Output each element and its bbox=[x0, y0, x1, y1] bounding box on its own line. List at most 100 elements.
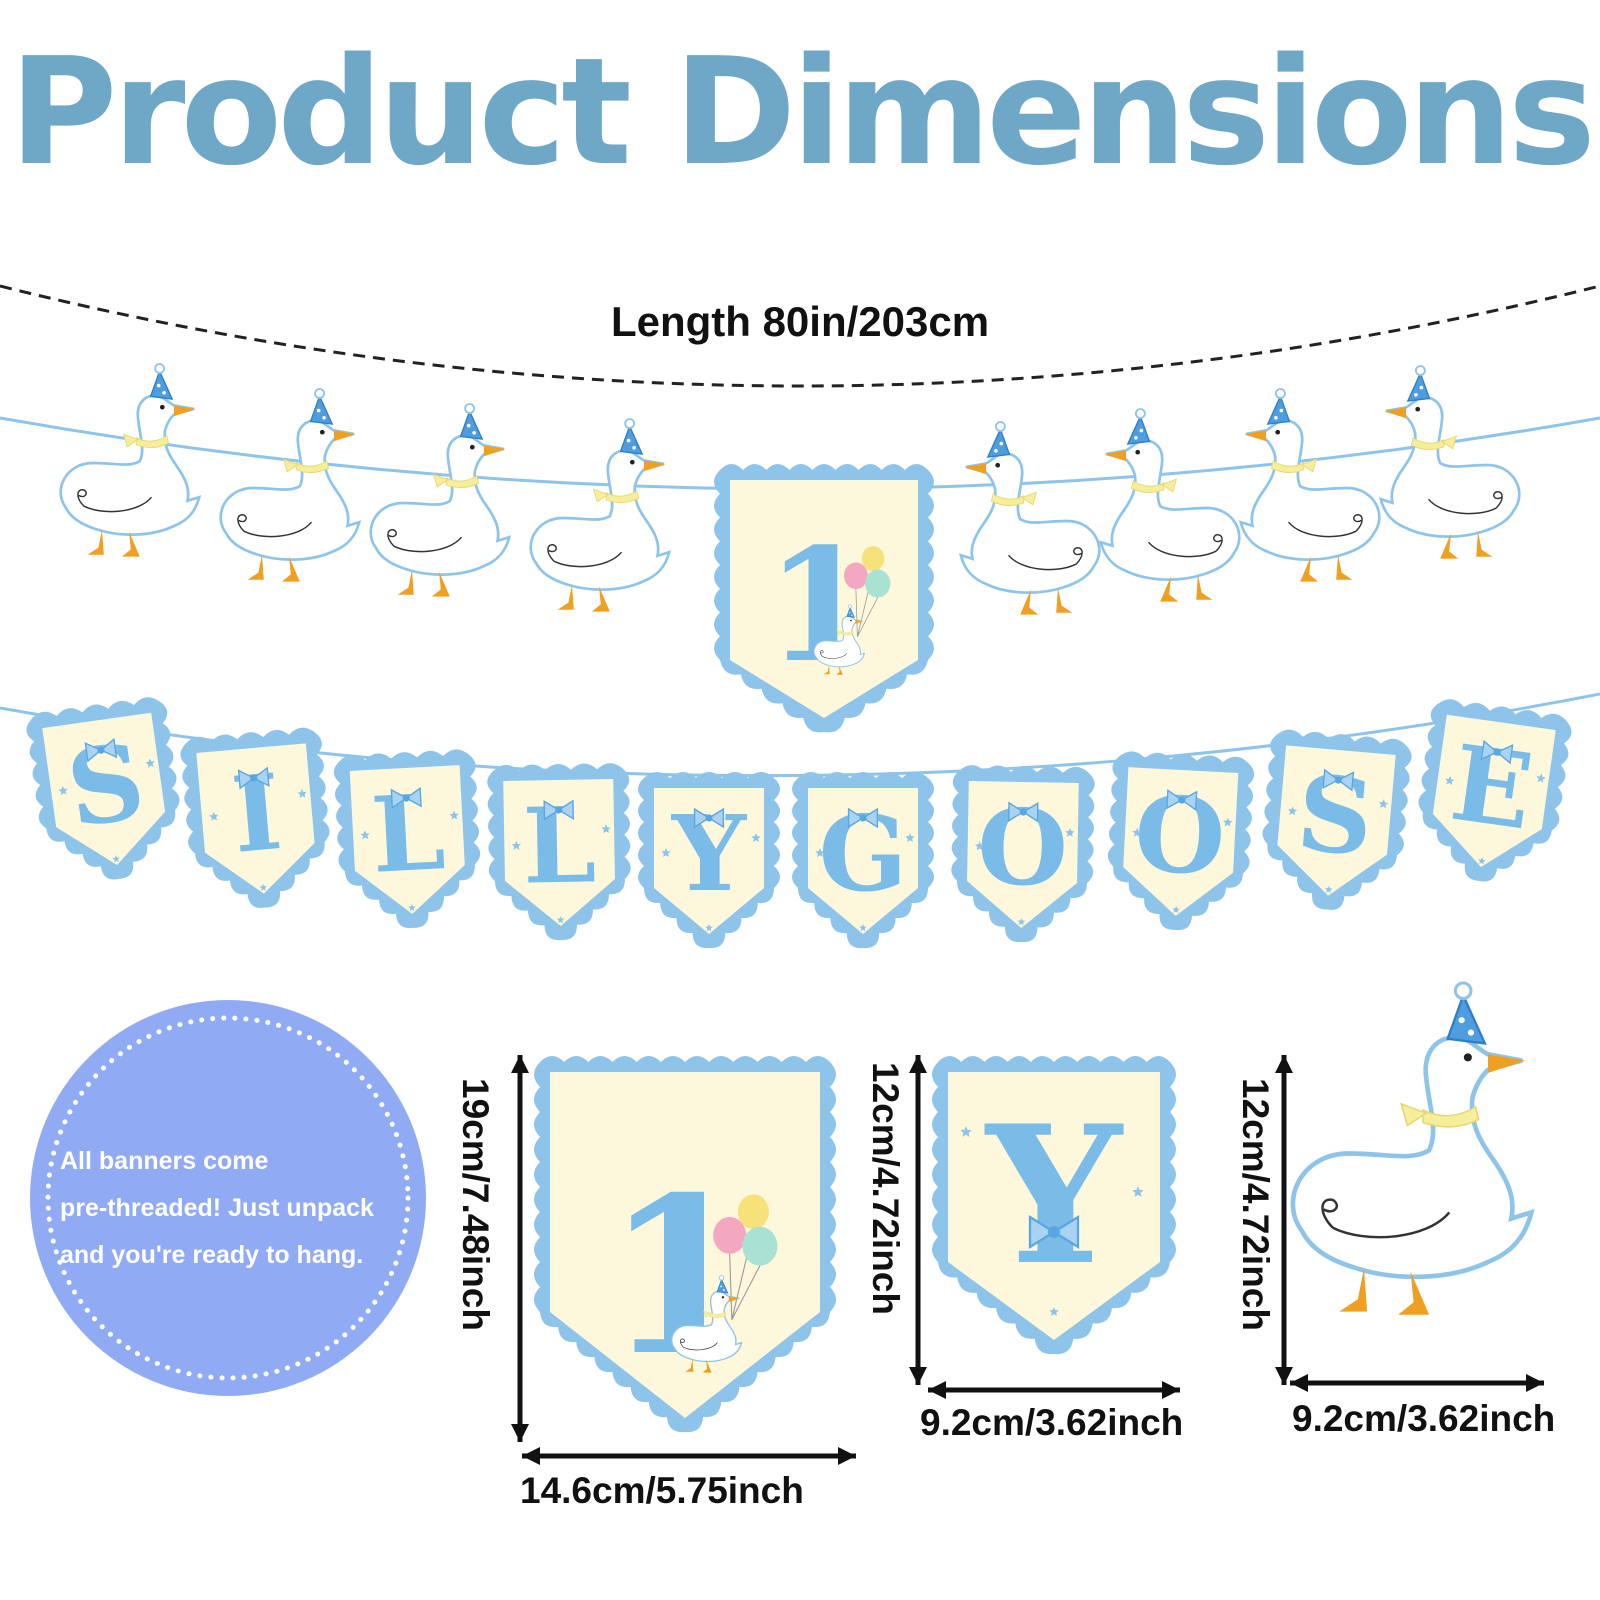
star-icon bbox=[511, 840, 522, 850]
bow-icon bbox=[693, 807, 725, 829]
letter-pennant-s: S bbox=[26, 697, 180, 880]
goose-icon bbox=[1239, 387, 1381, 583]
banner-letter: S bbox=[1292, 751, 1378, 880]
banner-letter: O bbox=[976, 785, 1069, 910]
star-icon bbox=[1017, 917, 1026, 926]
star-icon bbox=[259, 883, 267, 892]
banner-letter: S bbox=[60, 719, 151, 851]
star-icon bbox=[905, 833, 915, 843]
info-line: and you're ready to hang. bbox=[60, 1241, 364, 1269]
length-dashed-line bbox=[0, 284, 1600, 388]
goose-icon bbox=[1379, 364, 1521, 560]
star-icon bbox=[859, 924, 867, 932]
star-icon bbox=[1223, 817, 1233, 827]
page-title: Product Dimensions bbox=[9, 26, 1596, 198]
bow-icon bbox=[1480, 739, 1514, 765]
star-icon bbox=[112, 855, 120, 863]
letter-pennant-s: S bbox=[1262, 729, 1412, 910]
letter-pennant-y: Y bbox=[638, 772, 780, 949]
goose-icon bbox=[369, 402, 511, 598]
banner-letter: G bbox=[819, 792, 908, 915]
detail-number-pennant: 1 bbox=[534, 1056, 836, 1433]
number-pennant-height-label: 19cm/7.48inch bbox=[455, 1078, 496, 1331]
letter-pennant-o: O bbox=[951, 765, 1095, 943]
letter-pennant-e: E bbox=[1418, 699, 1572, 882]
bow-icon bbox=[543, 799, 574, 821]
info-line: All banners come bbox=[60, 1147, 269, 1175]
star-icon bbox=[751, 833, 761, 843]
number-glyph: 1 bbox=[766, 514, 875, 697]
letter-pennant-g: G bbox=[792, 772, 934, 949]
bow-icon bbox=[1028, 1214, 1080, 1250]
goose-icon bbox=[1099, 407, 1241, 603]
letter-pennant-width-label: 9.2cm/3.62inch bbox=[920, 1402, 1184, 1443]
star-icon bbox=[1478, 857, 1486, 865]
center-number-pennant: 1 bbox=[714, 464, 934, 733]
letter-pennant-l: L bbox=[333, 749, 481, 929]
star-icon bbox=[360, 830, 370, 840]
bow-icon bbox=[237, 766, 270, 790]
banner-letter: I bbox=[227, 750, 286, 877]
goose-icon bbox=[1293, 983, 1532, 1315]
banner-letter: L bbox=[522, 783, 597, 907]
goose-icon bbox=[59, 362, 201, 558]
star-icon bbox=[408, 903, 416, 912]
bow-icon bbox=[1322, 768, 1355, 792]
dimension-arrow-icon bbox=[1290, 1374, 1544, 1392]
bow-icon bbox=[847, 807, 879, 829]
star-icon bbox=[1049, 1307, 1059, 1317]
number-pennant-width-label: 14.6cm/5.75inch bbox=[520, 1470, 804, 1511]
bow-icon bbox=[1008, 801, 1039, 823]
letter-pennant-o: O bbox=[1107, 751, 1255, 931]
dimension-arrow-icon bbox=[928, 1381, 1180, 1399]
info-line: pre-threaded! Just unpack bbox=[60, 1194, 374, 1222]
star-icon bbox=[601, 824, 611, 834]
bow-icon bbox=[84, 737, 118, 763]
letter-pennant-i: I bbox=[180, 727, 330, 908]
star-icon bbox=[705, 924, 713, 932]
detail-letter-glyph: Y bbox=[984, 1084, 1124, 1307]
star-icon bbox=[1132, 827, 1142, 837]
balloon-icon bbox=[713, 1194, 778, 1320]
detail-letter-pennant: Y bbox=[932, 1056, 1176, 1355]
star-icon bbox=[1172, 905, 1180, 914]
dimension-arrow-icon bbox=[909, 1055, 927, 1385]
star-icon bbox=[1378, 799, 1389, 809]
dimension-arrow-icon bbox=[1275, 1055, 1293, 1385]
star-icon bbox=[1536, 773, 1546, 783]
star-icon bbox=[209, 811, 219, 821]
star-icon bbox=[815, 848, 825, 858]
dimension-arrow-icon bbox=[522, 1447, 856, 1465]
star-icon bbox=[1325, 885, 1333, 894]
letter-pennant-l: L bbox=[487, 763, 631, 941]
bow-icon bbox=[390, 787, 422, 810]
star-icon bbox=[1287, 806, 1298, 816]
length-label: Length 80in/203cm bbox=[610, 298, 990, 345]
banner-letter: L bbox=[368, 770, 447, 897]
banner-letter: E bbox=[1444, 721, 1540, 854]
star-icon bbox=[960, 1126, 972, 1137]
bow-icon bbox=[1166, 789, 1198, 812]
star-icon bbox=[58, 785, 68, 796]
letter-pennant-height-label: 12cm/4.72inch bbox=[865, 1062, 906, 1315]
star-icon bbox=[1445, 775, 1455, 786]
star-icon bbox=[297, 788, 307, 799]
star-icon bbox=[145, 758, 155, 768]
goose-icon bbox=[219, 387, 361, 583]
star-icon bbox=[1132, 1186, 1144, 1197]
star-icon bbox=[556, 915, 565, 924]
dimension-arrow-icon bbox=[511, 1055, 529, 1442]
info-circle bbox=[30, 1000, 426, 1396]
goose-icon bbox=[529, 417, 671, 613]
number-glyph: 1 bbox=[605, 1149, 755, 1403]
goose-icon bbox=[959, 420, 1101, 616]
star-icon bbox=[661, 848, 671, 858]
banner-letter: O bbox=[1131, 772, 1228, 900]
banner-letter: Y bbox=[671, 792, 748, 915]
info-circle-text: All banners come pre-threaded! Just unpa… bbox=[60, 1138, 420, 1279]
goose-height-label: 12cm/4.72inch bbox=[1235, 1078, 1276, 1331]
goose-width-label: 9.2cm/3.62inch bbox=[1292, 1398, 1556, 1439]
star-icon bbox=[974, 841, 985, 851]
